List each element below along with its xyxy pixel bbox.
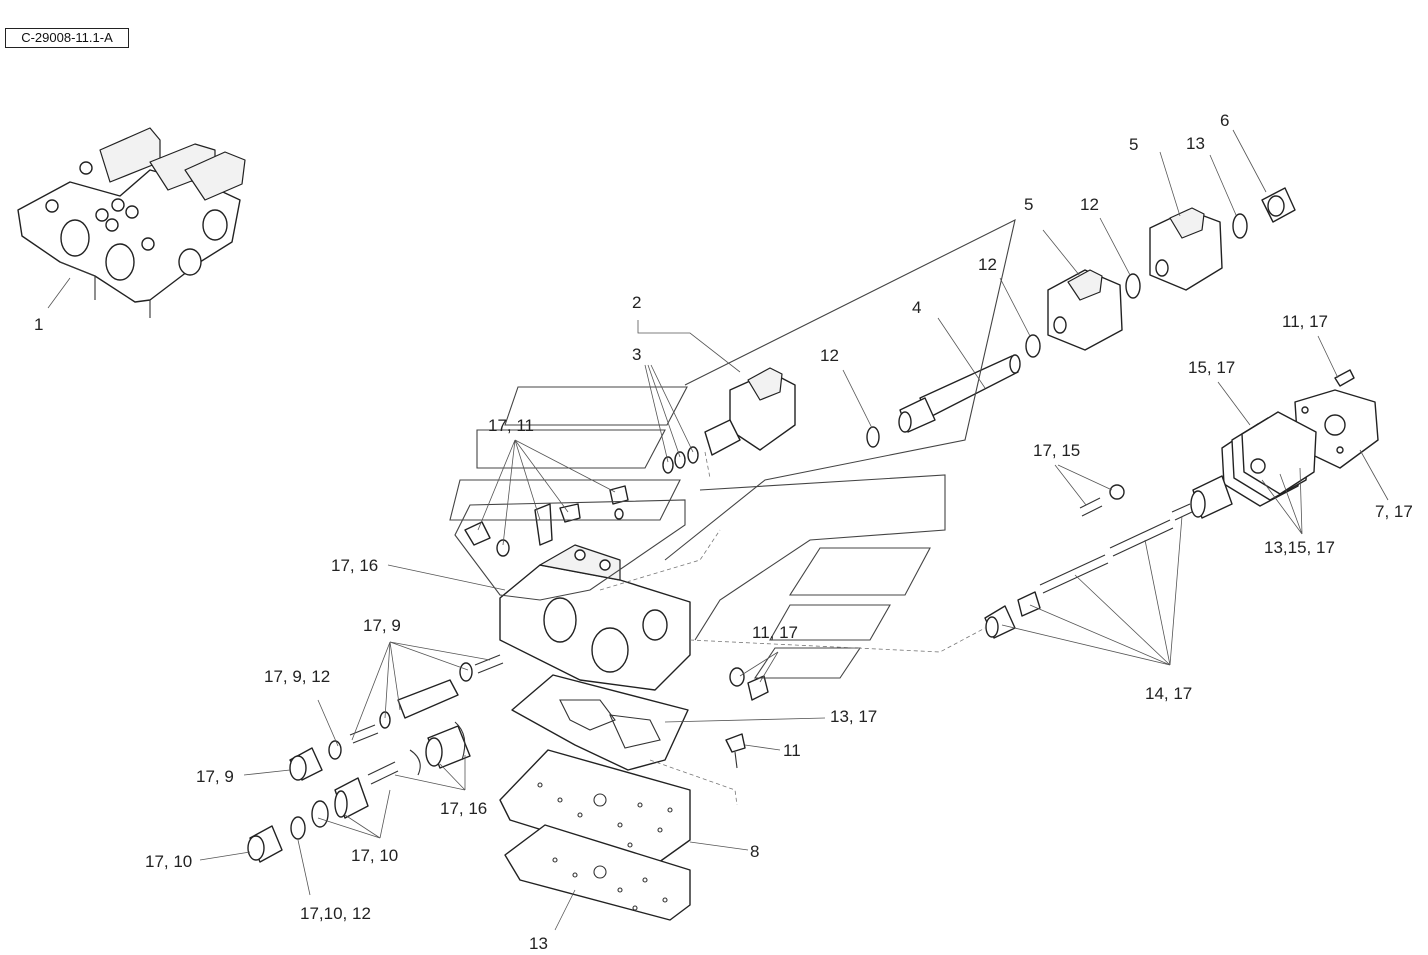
solenoid-valve-2 <box>704 367 796 456</box>
callout-13-17: 13, 17 <box>830 707 877 726</box>
callout-17-9b: 17, 9 <box>196 767 234 786</box>
spring-group-14 <box>984 475 1233 639</box>
sleeve-17-10 <box>247 761 399 863</box>
o-rings-upper <box>1025 213 1248 358</box>
callout-17-9-12: 17, 9, 12 <box>264 667 330 686</box>
solenoid-coil-5a <box>1047 269 1123 351</box>
reference-code: C-29008-11.1-A <box>5 28 129 48</box>
callout-17-10b: 17, 10 <box>145 852 192 871</box>
callout-5a: 5 <box>1024 195 1033 214</box>
callout-1: 1 <box>34 315 43 334</box>
callout-11-17b: 11, 17 <box>752 623 798 642</box>
callout-17-16a: 17, 16 <box>331 556 378 575</box>
callout-17-10-12: 17,10, 12 <box>300 904 371 923</box>
gasket-13-17 <box>511 674 689 771</box>
gasket-plates-13-15 <box>1221 411 1317 507</box>
nut-6 <box>1261 187 1296 223</box>
callout-3: 3 <box>632 345 641 364</box>
tube-4 <box>898 354 1021 433</box>
callout-4: 4 <box>912 298 921 317</box>
callout-17-10a: 17, 10 <box>351 846 398 865</box>
callout-6: 6 <box>1220 111 1229 130</box>
callout-17-11: 17, 11 <box>488 416 534 435</box>
screw-11-17 <box>1334 369 1355 387</box>
callout-2: 2 <box>632 293 641 312</box>
plugs-11-17 <box>725 667 769 769</box>
callout-13b: 13 <box>529 934 548 953</box>
leader-lines <box>47 129 1389 931</box>
callout-labels: 1 2 3 4 5 5 6 12 12 12 13 13 7, 17 11, 1… <box>34 111 1413 953</box>
callout-12c: 12 <box>820 346 839 365</box>
callout-17-15: 17, 15 <box>1033 441 1080 460</box>
projection-frames <box>449 218 1016 806</box>
callout-7-17: 7, 17 <box>1375 502 1413 521</box>
callout-17-16b: 17, 16 <box>440 799 487 818</box>
valve-assembly-drawing <box>17 127 246 318</box>
o-ring-12c <box>866 426 880 448</box>
callout-12a: 12 <box>1080 195 1099 214</box>
callout-15-17: 15, 17 <box>1188 358 1235 377</box>
valve-body <box>499 544 691 691</box>
callout-11-17a: 11, 17 <box>1282 312 1328 331</box>
spring-17-15 <box>1079 484 1125 517</box>
spool-17-9 <box>289 654 504 781</box>
solenoid-coil-5b <box>1149 207 1223 291</box>
gasket-13 <box>504 824 691 921</box>
separator-plate-8 <box>499 749 691 866</box>
callout-12b: 12 <box>978 255 997 274</box>
callout-13-15-17: 13,15, 17 <box>1264 538 1335 557</box>
piston-17-16 <box>409 721 471 776</box>
small-fittings-17-11 <box>464 485 629 557</box>
callout-8: 8 <box>750 842 759 861</box>
o-rings-3 <box>662 446 699 474</box>
callout-5b: 5 <box>1129 135 1138 154</box>
callout-11: 11 <box>783 741 801 760</box>
callout-17-9a: 17, 9 <box>363 616 401 635</box>
callout-13a: 13 <box>1186 134 1205 153</box>
callout-14-17: 14, 17 <box>1145 684 1192 703</box>
